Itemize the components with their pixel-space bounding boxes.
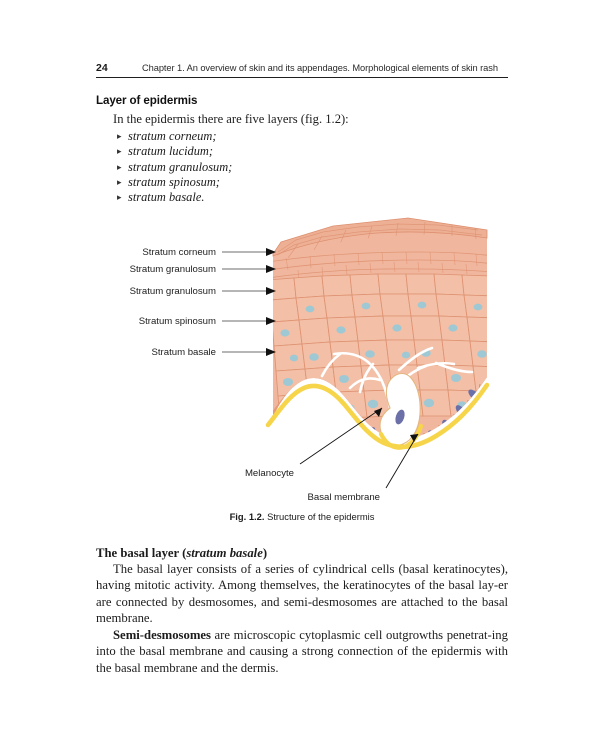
body-heading-italic: stratum basale — [186, 546, 263, 560]
figure-label: Fig. 1.2. — [229, 511, 265, 522]
diagram-label-granulosum-2: Stratum granulosum — [130, 286, 216, 297]
bullet-arrow-icon: ▸ — [117, 146, 122, 157]
list-item: ▸ stratum spinosum; — [96, 175, 396, 190]
figure-caption-text: Structure of the epidermis — [264, 511, 375, 522]
body-heading-end: ) — [262, 546, 268, 560]
list-item: ▸ stratum basale. — [96, 190, 396, 205]
page-number: 24 — [96, 62, 108, 74]
diagram-label-spinosum: Stratum spinosum — [139, 316, 216, 327]
list-item-label: stratum spinosum; — [128, 174, 220, 189]
semi-desmosomes-term: Semi-desmosomes — [113, 628, 211, 642]
basal-membrane-line — [265, 382, 490, 450]
list-item-label: stratum corneum; — [128, 129, 217, 143]
running-head: Chapter 1. An overview of skin and its a… — [142, 63, 498, 73]
epidermis-layer-list: ▸ stratum corneum; ▸ stratum lucidum; ▸ str… — [96, 129, 396, 205]
header-divider — [96, 77, 508, 78]
bullet-arrow-icon: ▸ — [117, 176, 122, 187]
body-heading-start: The basal layer ( — [96, 546, 187, 560]
intro-sentence: In the epidermis there are five layers (… — [113, 112, 349, 126]
callout-arrows — [299, 407, 419, 489]
diagram-label-basale: Stratum basale — [151, 347, 216, 358]
melanocyte-cell — [320, 346, 474, 446]
diagram-label-corneum: Stratum corneum — [142, 247, 216, 258]
body-heading: The basal layer (stratum basale) — [96, 546, 508, 561]
skin-surface — [272, 217, 488, 258]
section-heading: Layer of epidermis — [96, 94, 198, 107]
paragraph-basal-layer: The basal layer consists of a series of … — [96, 562, 508, 626]
semi-desmosomes-text: are microscopic cytoplasmic cell outgrow… — [96, 628, 508, 675]
diagram-label-granulosum-1: Stratum granulosum — [130, 264, 216, 275]
diagram-label-basal-membrane: Basal membrane — [307, 492, 380, 503]
list-item: ▸ stratum lucidum; — [96, 144, 396, 159]
epidermis-diagram: Stratum corneum Stratum granulosum Strat… — [118, 212, 496, 512]
label-leader-lines — [222, 248, 276, 356]
list-item-label: stratum granulosum; — [128, 159, 233, 174]
list-item-label: stratum basale. — [128, 190, 205, 205]
diagram-label-melanocyte: Melanocyte — [245, 468, 294, 479]
list-item-label: stratum lucidum; — [128, 144, 214, 159]
page-header: 24 Chapter 1. An overview of skin and it… — [96, 62, 508, 74]
bullet-arrow-icon: ▸ — [117, 161, 122, 172]
list-item: ▸ stratum corneum; — [96, 129, 396, 144]
bullet-arrow-icon: ▸ — [117, 131, 122, 141]
figure-caption: Fig. 1.2. Structure of the epidermis — [96, 511, 508, 522]
bullet-arrow-icon: ▸ — [117, 192, 122, 203]
list-item: ▸ stratum granulosum; — [96, 160, 396, 175]
paragraph-semi-desmosomes: Semi-desmosomes are microscopic cytoplas… — [96, 627, 508, 676]
